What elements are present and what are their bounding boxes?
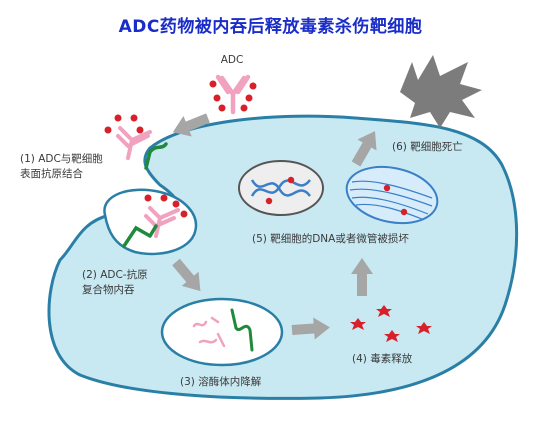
toxin-dot: [265, 197, 273, 205]
label-step1-line1: (1) ADC与靶细胞: [20, 152, 103, 165]
adc-bound-to-antigen: [104, 114, 168, 170]
toxin-dot: [400, 208, 408, 216]
adc-antigen-complex: [122, 194, 188, 248]
lysosome: [160, 297, 284, 367]
label-step4: (4) 毒素释放: [352, 352, 413, 365]
microtubule-lines-icon: [349, 180, 433, 220]
label-step2-line2: 复合物内吞: [82, 283, 135, 296]
target-cell: [47, 114, 519, 400]
nucleus: [238, 160, 324, 216]
label-step1-line2: 表面抗原结合: [20, 167, 83, 180]
toxin-dot: [383, 184, 391, 192]
label-step2-line1: (2) ADC-抗原: [82, 268, 148, 281]
label-step3: (3) 溶酶体内降解: [180, 375, 262, 388]
adc-antibody: [209, 74, 257, 115]
dead-cell-shape: [400, 55, 482, 128]
diagram-title: ADC药物被内吞后释放毒素杀伤靶细胞: [118, 17, 423, 37]
dna-helix-icon: [250, 179, 311, 197]
released-toxins: [350, 305, 432, 342]
label-step6: (6) 靶细胞死亡: [392, 140, 463, 153]
label-adc: ADC: [221, 54, 244, 66]
degraded-fragments: [192, 308, 254, 352]
toxin-dot: [287, 176, 295, 184]
label-step5: (5) 靶细胞的DNA或者微管被损坏: [252, 232, 409, 245]
